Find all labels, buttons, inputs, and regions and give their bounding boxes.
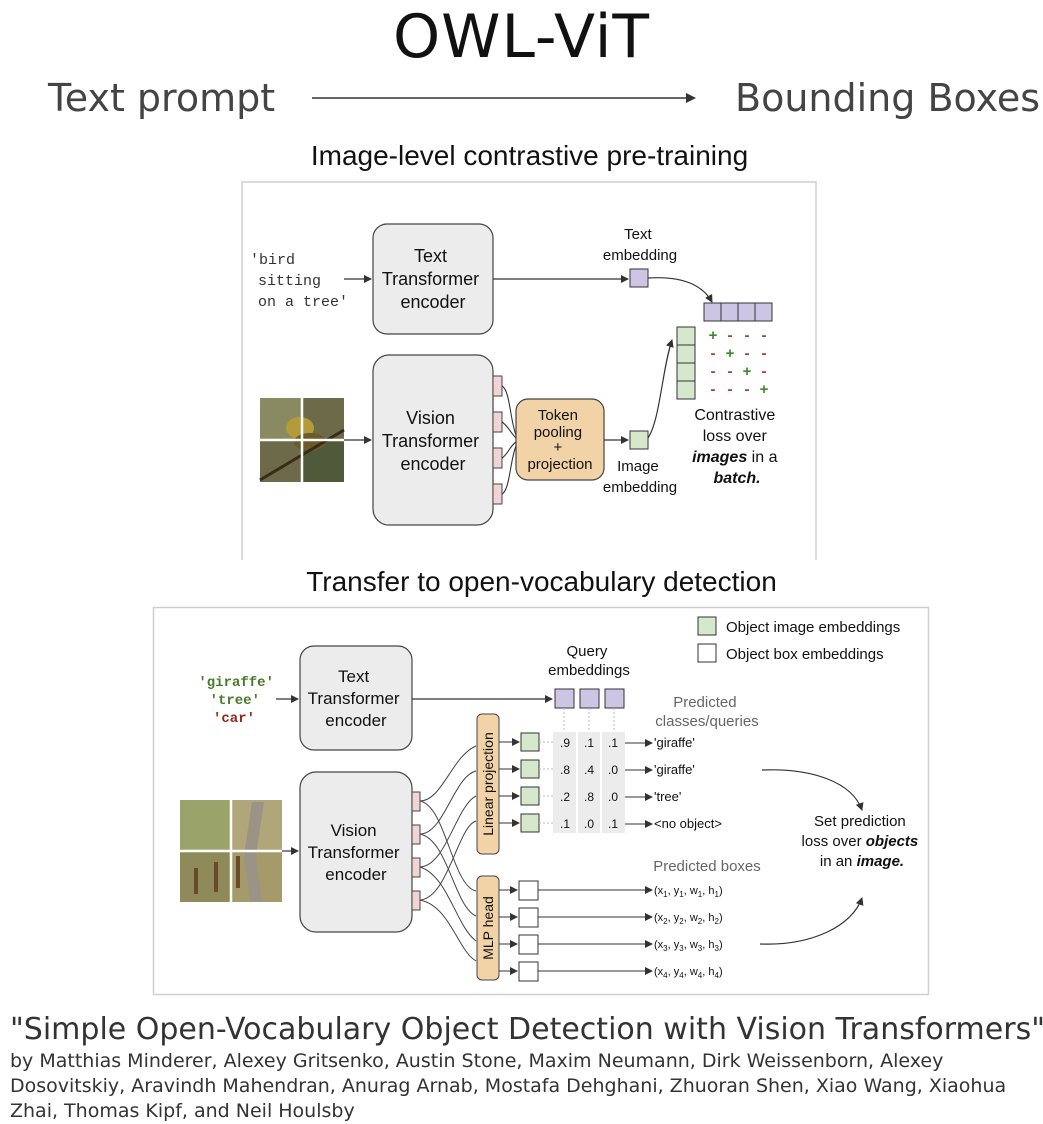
score-cell: .8	[560, 763, 570, 777]
prompt-line: sitting	[258, 273, 321, 290]
set-prediction-loss-label: Set prediction loss over objects in an i…	[802, 813, 923, 870]
score-cell: .8	[584, 790, 594, 804]
score-cell: .1	[584, 736, 594, 750]
loss-arrow-bottom	[759, 897, 864, 945]
matrix-cell: -	[728, 381, 733, 398]
image-embedding-label: Image embedding	[603, 458, 677, 496]
legend-box-label: Object box embeddings	[726, 646, 884, 663]
score-cell: .9	[560, 736, 570, 750]
linear-projection-label: Linear projection	[480, 732, 496, 836]
object-image-embeddings	[499, 732, 553, 833]
score-cell: .0	[584, 817, 594, 831]
prompt-line: on a tree'	[258, 294, 348, 311]
matrix-cell: -	[745, 327, 750, 344]
class-label: 'giraffe'	[654, 735, 695, 750]
pretraining-section-title: Image-level contrastive pre-training	[310, 140, 749, 171]
matrix-cell: +	[726, 345, 735, 362]
query-text: 'car'	[213, 711, 255, 727]
mlp-head-label: MLP head	[480, 896, 496, 960]
class-label: 'tree'	[654, 789, 681, 804]
predicted-boxes-label: Predicted boxes	[653, 858, 761, 875]
mlp-head-box	[476, 875, 500, 981]
matrix-cell: +	[760, 381, 769, 398]
bird-image	[259, 398, 345, 482]
paper-authors: by Matthias Minderer, Alexey Gritsenko, …	[10, 1050, 1007, 1122]
box-tuple: (x2, y2, w2, h2)	[654, 912, 723, 926]
text-embedding-row	[703, 302, 773, 322]
vision-encoder-box	[372, 354, 494, 526]
text-encoder-label: Text Transformer encoder	[382, 246, 484, 312]
class-arrows	[625, 739, 653, 828]
loss-arrow-top	[761, 769, 864, 811]
score-cell: .1	[608, 817, 618, 831]
matrix-cell: -	[745, 381, 750, 398]
token-pooling-label: Token pooling + projection	[527, 407, 592, 473]
predicted-classes-label: Predicted classes/queries	[655, 694, 758, 730]
contrastive-loss-label: Contrastive loss over images in a batch.	[692, 407, 782, 487]
citation-block: "Simple Open-Vocabulary Object Detection…	[10, 1012, 1043, 1124]
main-title: OWL-ViT	[392, 2, 651, 72]
class-label: 'giraffe'	[654, 762, 695, 777]
paper-title: "Simple Open-Vocabulary Object Detection…	[10, 1012, 1043, 1047]
flow-input-label: Text prompt	[48, 76, 276, 120]
flow-output-label: Bounding Boxes	[735, 76, 1041, 120]
text-encoder-box	[299, 645, 413, 751]
matrix-cell: -	[711, 381, 716, 398]
box-tuple: (x3, y3, w3, h3)	[654, 939, 723, 953]
vision-output-tokens	[411, 791, 421, 911]
score-cell: .0	[608, 790, 618, 804]
image-embedding-square	[629, 430, 649, 450]
matrix-cell: -	[728, 363, 733, 380]
matrix-cell: -	[745, 345, 750, 362]
linear-projection-box	[476, 713, 500, 855]
matrix-cell: -	[762, 363, 767, 380]
pretraining-diagram: 'bird sitting on a tree' Text Transforme…	[241, 181, 817, 560]
legend-image-swatch	[697, 616, 717, 636]
matrix-cell: -	[711, 345, 716, 362]
score-cell: .4	[584, 763, 594, 777]
matrix-cell: +	[709, 327, 718, 344]
legend-image-label: Object image embeddings	[726, 619, 900, 636]
box-tuples: (x1, y1, w1, h1) (x2, y2, w2, h2) (x3, y…	[654, 885, 723, 980]
vision-encoder-box	[299, 771, 413, 933]
score-cell: .0	[608, 763, 618, 777]
query-text: 'giraffe'	[198, 675, 274, 691]
matrix-cell: -	[762, 327, 767, 344]
box-tuple: (x4, y4, w4, h4)	[654, 966, 723, 980]
similarity-matrix: + - - - - + - - - - + - - - - +	[709, 327, 769, 398]
query-embeddings-label: Query embeddings	[548, 643, 630, 679]
score-cell: .2	[560, 790, 570, 804]
box-tuple: (x1, y1, w1, h1)	[654, 885, 723, 899]
matrix-cell: -	[728, 327, 733, 344]
matrix-cell: -	[711, 363, 716, 380]
matrix-cell: +	[743, 363, 752, 380]
object-box-embeddings	[499, 880, 653, 982]
text-embedding-square	[629, 268, 649, 288]
detection-frame	[152, 606, 930, 996]
legend-box-swatch	[697, 643, 717, 663]
query-text: 'tree'	[210, 693, 260, 709]
class-labels: 'giraffe' 'giraffe' 'tree' <no object>	[654, 735, 722, 831]
query-embedding-squares	[554, 688, 625, 709]
matrix-cell: -	[762, 345, 767, 362]
vision-encoder-label: Vision Transformer encoder	[382, 408, 484, 474]
pretraining-frame	[241, 181, 817, 560]
score-cell: .1	[560, 817, 570, 831]
routing-lines	[419, 745, 477, 962]
detection-section-title: Transfer to open-vocabulary detection	[306, 566, 777, 597]
score-values: .9 .1 .1 .8 .4 .0 .2 .8 .0 .1 .0 .1	[560, 736, 618, 831]
vision-encoder-label: Vision Transformer encoder	[308, 821, 405, 884]
text-embedding-label: Text embedding	[603, 226, 677, 264]
text-encoder-label: Text Transformer encoder	[308, 667, 405, 730]
image-embedding-column	[676, 326, 696, 400]
score-cell: .1	[608, 736, 618, 750]
giraffe-image	[180, 800, 282, 902]
score-grid	[553, 732, 625, 833]
vision-output-tokens	[492, 375, 503, 505]
flow-arrow-icon	[312, 93, 696, 103]
detection-diagram: Object image embeddings Object box embed…	[152, 606, 930, 996]
prompt-line: 'bird	[250, 252, 295, 269]
class-label: <no object>	[654, 816, 722, 831]
